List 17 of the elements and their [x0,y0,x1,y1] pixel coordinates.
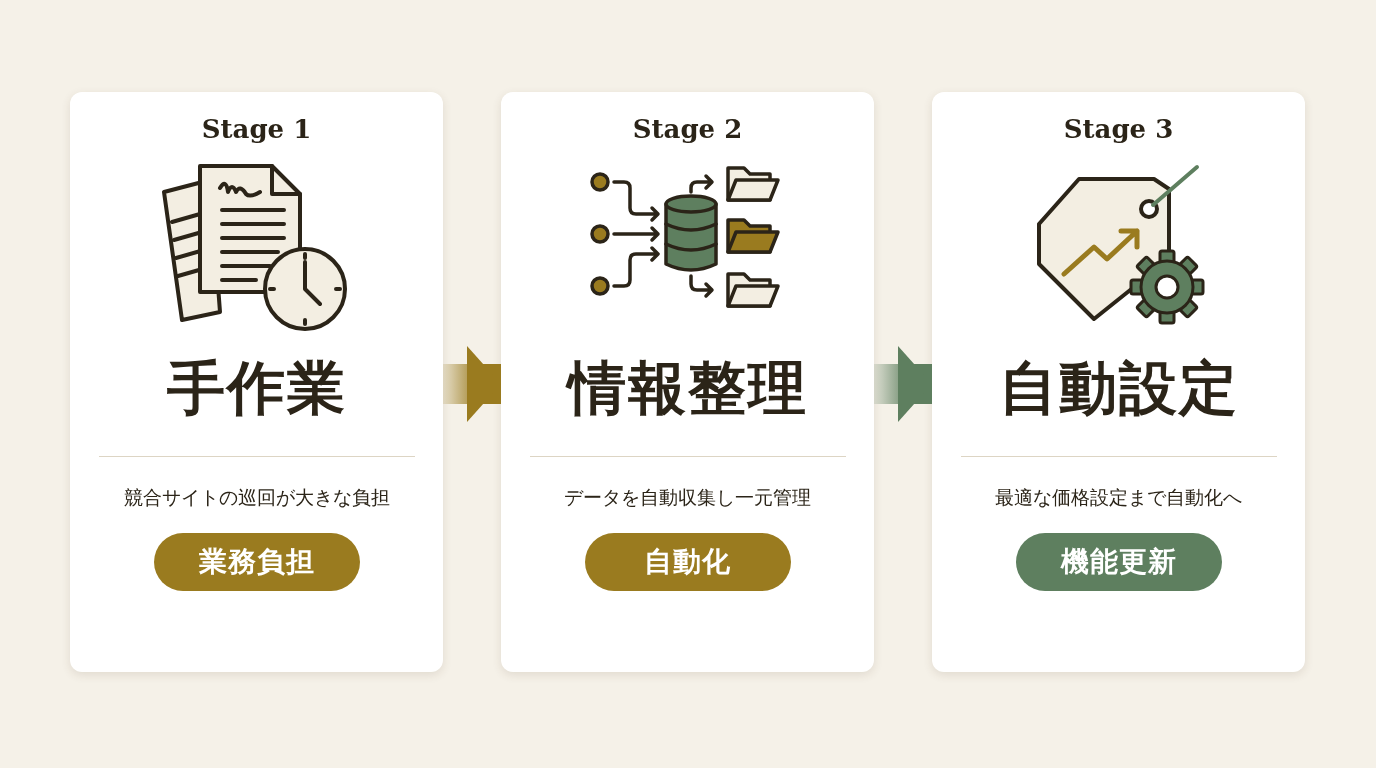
stage-card [932,92,1305,672]
stage-title: 自動設定 [998,353,1239,424]
stage-card [501,92,874,672]
stage-label: Stage 3 [1063,114,1174,144]
arrow [443,346,501,422]
stage-description: 競合サイトの巡回が大きな負担 [123,485,390,510]
status-pill: 業務負担 [153,533,360,591]
stage-title: 情報整理 [567,353,808,424]
stage-title: 手作業 [166,353,347,424]
arrow [874,346,932,422]
stage-description: データを自動収集し一元管理 [564,485,811,510]
stage-label: Stage 2 [632,114,743,144]
status-pill: 自動化 [584,533,791,591]
stage-label: Stage 1 [201,114,312,144]
status-pill: 機能更新 [1015,533,1222,591]
stage-description: 最適な価格設定まで自動化へ [995,485,1242,510]
stage-card [70,92,443,672]
